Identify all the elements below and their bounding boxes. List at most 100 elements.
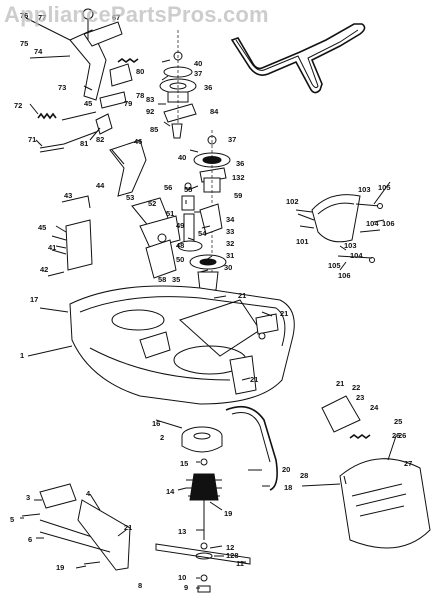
discharge-deflector bbox=[297, 194, 383, 263]
label-41: 41 bbox=[48, 243, 56, 252]
label-55: 55 bbox=[184, 185, 192, 194]
label-85: 85 bbox=[150, 125, 158, 134]
label-10: 10 bbox=[178, 573, 186, 582]
upper-pulley-stack bbox=[159, 30, 197, 140]
spindle-housing bbox=[186, 458, 222, 550]
drive-belt bbox=[230, 23, 366, 94]
label-21a: 21 bbox=[238, 291, 246, 300]
label-13: 13 bbox=[178, 527, 186, 536]
label-3: 3 bbox=[26, 493, 30, 502]
label-18a: 18 bbox=[284, 483, 292, 492]
label-26b: 26 bbox=[398, 431, 406, 440]
label-37b: 37 bbox=[228, 135, 236, 144]
label-59: 59 bbox=[234, 191, 242, 200]
label-45b: 45 bbox=[38, 223, 46, 232]
label-8: 8 bbox=[138, 581, 142, 590]
label-75: 75 bbox=[20, 39, 28, 48]
label-2: 2 bbox=[160, 433, 164, 442]
label-45a: 45 bbox=[84, 99, 92, 108]
label-71: 71 bbox=[28, 135, 36, 144]
label-54: 54 bbox=[198, 229, 207, 238]
label-104b: 104 bbox=[350, 251, 363, 260]
label-6: 6 bbox=[28, 535, 32, 544]
blade-pulley bbox=[181, 426, 223, 453]
label-42: 42 bbox=[40, 265, 48, 274]
label-50: 50 bbox=[176, 255, 184, 264]
label-92: 92 bbox=[146, 107, 154, 116]
label-36: 36 bbox=[204, 83, 212, 92]
discharge-chute bbox=[321, 395, 431, 549]
label-49: 49 bbox=[176, 221, 184, 230]
label-16: 16 bbox=[152, 419, 160, 428]
label-21d: 21 bbox=[336, 379, 344, 388]
label-56: 56 bbox=[164, 183, 172, 192]
label-76: 76 bbox=[20, 11, 28, 20]
label-101: 101 bbox=[296, 237, 309, 246]
label-58: 58 bbox=[158, 275, 166, 284]
label-74: 74 bbox=[34, 47, 43, 56]
label-25: 25 bbox=[394, 417, 402, 426]
label-36b: 36 bbox=[236, 159, 244, 168]
label-21c: 21 bbox=[250, 375, 258, 384]
label-9: 9 bbox=[184, 583, 188, 592]
mower-blade bbox=[155, 543, 251, 593]
label-33: 33 bbox=[226, 227, 234, 236]
label-19a: 19 bbox=[224, 509, 232, 518]
label-22: 22 bbox=[352, 383, 360, 392]
label-21b: 21 bbox=[280, 309, 288, 318]
label-102: 102 bbox=[286, 197, 299, 206]
label-35: 35 bbox=[172, 275, 180, 284]
label-46: 46 bbox=[134, 137, 142, 146]
label-28: 28 bbox=[300, 471, 308, 480]
spring-72 bbox=[37, 112, 57, 120]
bracket-44-46 bbox=[109, 139, 147, 197]
label-79: 79 bbox=[124, 99, 132, 108]
label-104a: 104 bbox=[366, 219, 379, 228]
label-12: 12 bbox=[226, 543, 234, 552]
label-31: 31 bbox=[226, 251, 234, 260]
front-belt-guide bbox=[225, 405, 278, 491]
label-19b: 19 bbox=[56, 563, 64, 572]
idler-bracket-assembly bbox=[69, 8, 139, 109]
label-17: 17 bbox=[30, 295, 38, 304]
label-83: 83 bbox=[146, 95, 154, 104]
label-44: 44 bbox=[96, 181, 105, 190]
label-105a: 105 bbox=[378, 183, 391, 192]
middle-pulley-stack bbox=[193, 130, 231, 300]
label-5: 5 bbox=[10, 515, 14, 524]
label-4: 4 bbox=[86, 489, 91, 498]
label-80: 80 bbox=[136, 67, 144, 76]
label-128: 128 bbox=[226, 551, 239, 560]
label-73: 73 bbox=[58, 83, 66, 92]
label-14: 14 bbox=[166, 487, 175, 496]
label-27: 27 bbox=[404, 459, 412, 468]
label-26: 26 bbox=[392, 431, 400, 440]
label-51: 51 bbox=[166, 209, 174, 218]
label-40: 40 bbox=[194, 59, 202, 68]
label-72: 72 bbox=[14, 101, 22, 110]
leader-lines bbox=[20, 17, 397, 589]
bracket-58 bbox=[145, 239, 177, 279]
label-20: 20 bbox=[282, 465, 290, 474]
label-78: 78 bbox=[136, 91, 144, 100]
label-48: 48 bbox=[176, 241, 184, 250]
spindle-column bbox=[177, 182, 227, 291]
label-21e: 21 bbox=[124, 523, 132, 532]
label-132: 132 bbox=[232, 173, 245, 182]
label-30: 30 bbox=[224, 263, 232, 272]
label-24: 24 bbox=[370, 403, 379, 412]
left-link-assembly bbox=[51, 195, 93, 271]
label-106a: 106 bbox=[382, 219, 395, 228]
label-103a: 103 bbox=[358, 185, 371, 194]
label-84: 84 bbox=[210, 107, 219, 116]
label-82: 82 bbox=[96, 135, 104, 144]
label-67: 67 bbox=[112, 13, 120, 22]
control-rods bbox=[39, 111, 113, 153]
label-37: 37 bbox=[194, 69, 202, 78]
label-103b: 103 bbox=[344, 241, 357, 250]
label-15: 15 bbox=[180, 459, 188, 468]
label-23: 23 bbox=[356, 393, 364, 402]
label-77: 77 bbox=[38, 13, 46, 22]
label-1: 1 bbox=[20, 351, 24, 360]
